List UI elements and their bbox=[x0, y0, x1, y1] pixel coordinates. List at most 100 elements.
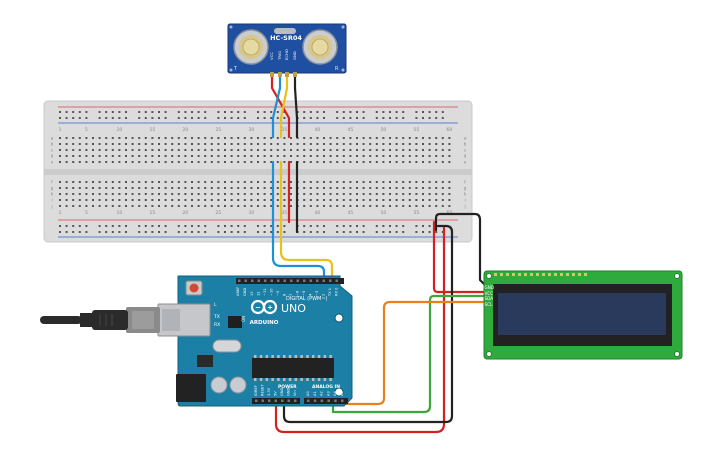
breadboard-hole[interactable] bbox=[329, 199, 332, 201]
breadboard-hole[interactable] bbox=[290, 155, 292, 157]
breadboard-hole[interactable] bbox=[237, 187, 240, 189]
breadboard-hole[interactable] bbox=[349, 187, 352, 189]
breadboard-hole[interactable] bbox=[270, 181, 273, 183]
breadboard-hole[interactable] bbox=[369, 137, 372, 139]
breadboard-hole[interactable] bbox=[369, 199, 372, 201]
breadboard-hole[interactable] bbox=[111, 225, 114, 227]
breadboard-hole[interactable] bbox=[151, 117, 154, 119]
breadboard-hole[interactable] bbox=[369, 187, 372, 189]
breadboard-hole[interactable] bbox=[164, 225, 167, 227]
breadboard-hole[interactable] bbox=[382, 187, 385, 189]
breadboard-hole[interactable] bbox=[164, 193, 167, 195]
breadboard-hole[interactable] bbox=[144, 193, 147, 195]
breadboard-hole[interactable] bbox=[375, 137, 378, 139]
breadboard-hole[interactable] bbox=[323, 161, 325, 163]
breadboard-hole[interactable] bbox=[131, 199, 134, 201]
breadboard-hole[interactable] bbox=[422, 205, 424, 207]
breadboard-hole[interactable] bbox=[118, 137, 121, 139]
breadboard-hole[interactable] bbox=[290, 149, 292, 151]
breadboard-hole[interactable] bbox=[389, 199, 391, 201]
breadboard-hole[interactable] bbox=[217, 155, 220, 157]
breadboard-hole[interactable] bbox=[59, 225, 61, 227]
breadboard-hole[interactable] bbox=[131, 143, 134, 145]
breadboard-hole[interactable] bbox=[177, 137, 180, 139]
breadboard-hole[interactable] bbox=[204, 225, 207, 227]
breadboard-hole[interactable] bbox=[422, 187, 424, 189]
breadboard-hole[interactable] bbox=[408, 199, 411, 201]
breadboard-hole[interactable] bbox=[356, 187, 358, 189]
breadboard-hole[interactable] bbox=[415, 187, 418, 189]
breadboard-hole[interactable] bbox=[362, 111, 365, 113]
breadboard-hole[interactable] bbox=[217, 205, 220, 207]
breadboard-hole[interactable] bbox=[151, 231, 154, 233]
header-socket[interactable] bbox=[296, 279, 300, 283]
breadboard-hole[interactable] bbox=[356, 161, 358, 163]
breadboard-hole[interactable] bbox=[283, 143, 286, 145]
breadboard-hole[interactable] bbox=[349, 181, 352, 183]
breadboard-hole[interactable] bbox=[356, 155, 358, 157]
breadboard-hole[interactable] bbox=[375, 149, 378, 151]
breadboard-hole[interactable] bbox=[441, 149, 444, 151]
breadboard-hole[interactable] bbox=[210, 181, 213, 183]
breadboard-hole[interactable] bbox=[151, 193, 154, 195]
breadboard-hole[interactable] bbox=[270, 111, 273, 113]
breadboard-hole[interactable] bbox=[263, 155, 266, 157]
breadboard-hole[interactable] bbox=[224, 181, 226, 183]
breadboard-hole[interactable] bbox=[342, 111, 345, 113]
breadboard-hole[interactable] bbox=[303, 231, 306, 233]
breadboard-hole[interactable] bbox=[250, 205, 253, 207]
breadboard-hole[interactable] bbox=[230, 143, 233, 145]
breadboard-hole[interactable] bbox=[336, 225, 339, 227]
breadboard-hole[interactable] bbox=[98, 199, 101, 201]
breadboard-hole[interactable] bbox=[257, 149, 259, 151]
breadboard-hole[interactable] bbox=[382, 231, 385, 233]
breadboard-hole[interactable] bbox=[191, 111, 193, 113]
breadboard-hole[interactable] bbox=[336, 149, 339, 151]
breadboard-hole[interactable] bbox=[362, 181, 365, 183]
breadboard-hole[interactable] bbox=[177, 143, 180, 145]
breadboard-hole[interactable] bbox=[263, 161, 266, 163]
breadboard-hole[interactable] bbox=[151, 199, 154, 201]
breadboard-hole[interactable] bbox=[224, 199, 226, 201]
header-socket[interactable] bbox=[320, 399, 324, 403]
breadboard-hole[interactable] bbox=[323, 193, 325, 195]
breadboard-hole[interactable] bbox=[422, 199, 424, 201]
breadboard-hole[interactable] bbox=[118, 111, 121, 113]
breadboard-hole[interactable] bbox=[158, 225, 160, 227]
breadboard-hole[interactable] bbox=[184, 161, 187, 163]
breadboard-hole[interactable] bbox=[92, 199, 94, 201]
breadboard-hole[interactable] bbox=[125, 117, 127, 119]
breadboard-hole[interactable] bbox=[435, 155, 438, 157]
breadboard-hole[interactable] bbox=[382, 205, 385, 207]
breadboard-hole[interactable] bbox=[362, 161, 365, 163]
breadboard-hole[interactable] bbox=[441, 161, 444, 163]
breadboard-hole[interactable] bbox=[435, 205, 438, 207]
breadboard-hole[interactable] bbox=[356, 225, 358, 227]
breadboard-hole[interactable] bbox=[210, 199, 213, 201]
breadboard-hole[interactable] bbox=[118, 117, 121, 119]
breadboard-hole[interactable] bbox=[65, 117, 68, 119]
breadboard-hole[interactable] bbox=[329, 193, 332, 195]
breadboard-hole[interactable] bbox=[151, 149, 154, 151]
breadboard-hole[interactable] bbox=[336, 199, 339, 201]
breadboard-hole[interactable] bbox=[158, 193, 160, 195]
breadboard-hole[interactable] bbox=[59, 117, 61, 119]
breadboard-hole[interactable] bbox=[151, 111, 154, 113]
breadboard-hole[interactable] bbox=[197, 225, 200, 227]
breadboard-hole[interactable] bbox=[441, 199, 444, 201]
breadboard-hole[interactable] bbox=[164, 155, 167, 157]
header-socket[interactable] bbox=[283, 279, 287, 283]
breadboard-hole[interactable] bbox=[316, 149, 319, 151]
breadboard-hole[interactable] bbox=[441, 231, 444, 233]
breadboard-hole[interactable] bbox=[389, 111, 391, 113]
breadboard-hole[interactable] bbox=[125, 205, 127, 207]
breadboard-hole[interactable] bbox=[362, 199, 365, 201]
breadboard-hole[interactable] bbox=[138, 181, 141, 183]
breadboard-hole[interactable] bbox=[111, 143, 114, 145]
breadboard-hole[interactable] bbox=[428, 187, 431, 189]
breadboard-hole[interactable] bbox=[171, 181, 174, 183]
breadboard-hole[interactable] bbox=[389, 161, 391, 163]
header-socket[interactable] bbox=[264, 279, 267, 283]
breadboard-hole[interactable] bbox=[389, 193, 391, 195]
breadboard-hole[interactable] bbox=[197, 181, 200, 183]
